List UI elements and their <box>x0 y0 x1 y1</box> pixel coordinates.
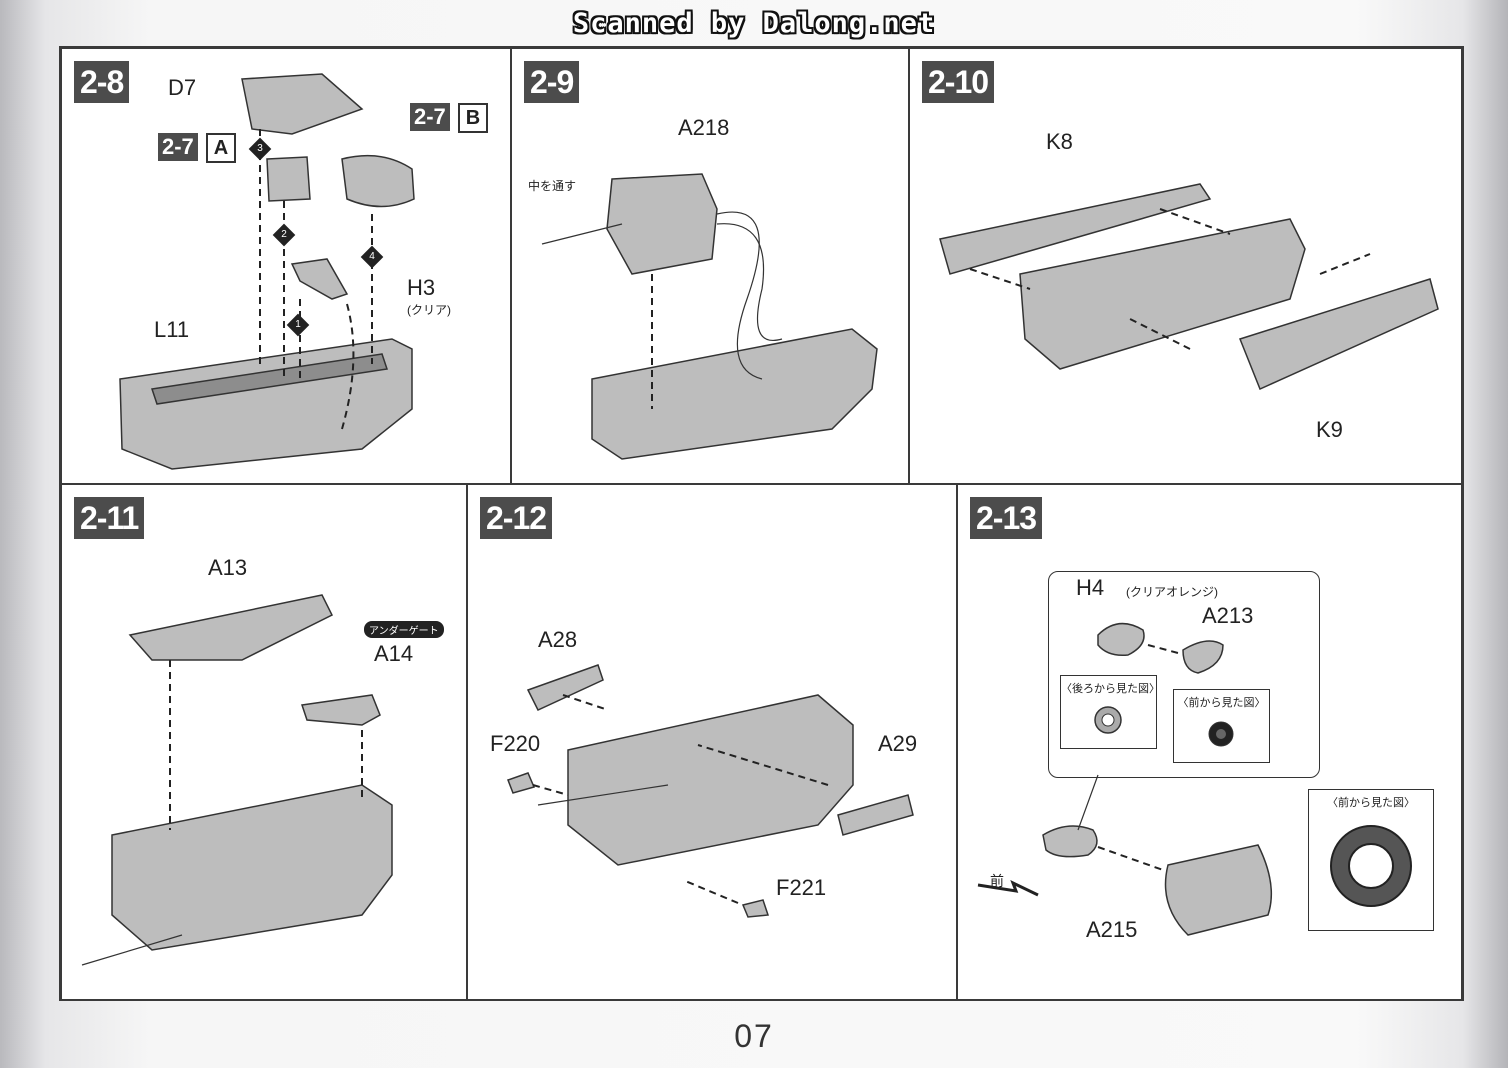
label-d7: D7 <box>168 75 197 100</box>
substep-letter-a: A <box>206 133 236 163</box>
part-a215 <box>1164 844 1273 936</box>
hull-inner <box>151 353 388 405</box>
sequence-marker: 2 <box>272 223 296 247</box>
label-h3-note: (クリア) <box>407 303 451 317</box>
hull-part <box>1019 218 1306 370</box>
label-a29: A29 <box>878 731 918 756</box>
assembly-arrow <box>682 879 739 904</box>
label-h4: H4 <box>1076 575 1105 600</box>
wire-bundle <box>716 223 783 341</box>
label-h3: H3 <box>407 275 436 300</box>
wire-bundle <box>716 211 763 380</box>
under-gate-badge: アンダーゲート <box>364 621 444 638</box>
label-thread-through: 中を通す <box>528 179 577 193</box>
step-number: 2-9 <box>524 61 580 103</box>
label-f221: F221 <box>776 875 827 900</box>
label-f220: F220 <box>490 731 541 756</box>
substep-2-7: 2-7 <box>410 103 450 131</box>
part-f221 <box>741 899 770 918</box>
assembly-arrow <box>562 694 609 711</box>
rear-view-title: 〈後ろから見た図〉 <box>1061 682 1160 695</box>
panel-step-2-8: 2-8 D7 2-7 A 2-7 B H3 (クリア) L11 1 2 3 4 <box>61 48 511 484</box>
part-a <box>266 156 311 202</box>
part-a28 <box>526 664 604 711</box>
page-number: 07 <box>734 1018 774 1054</box>
part-h4 <box>1097 622 1145 657</box>
front-view-box-nozzle: 〈前から見た図〉 <box>1308 789 1434 931</box>
substep-letter-b: B <box>458 103 488 133</box>
hull-part <box>111 784 393 951</box>
hull-part <box>591 328 878 460</box>
wire-bundle <box>81 934 183 966</box>
sequence-marker: 4 <box>360 245 384 269</box>
front-direction-arrow <box>977 880 1039 897</box>
assembly-arrow <box>341 303 355 430</box>
label-a215: A215 <box>1086 917 1138 942</box>
sequence-marker: 1 <box>286 313 310 337</box>
part-f220 <box>507 772 536 794</box>
part-a213 <box>1182 640 1224 674</box>
wire-bundle <box>537 784 669 806</box>
label-a14: A14 <box>374 641 414 666</box>
assembly-arrow <box>697 744 829 786</box>
step-2-11-diagram <box>81 594 393 966</box>
step-2-8-diagram <box>119 73 415 470</box>
sequence-marker: 3 <box>248 137 272 161</box>
substep-2-7: 2-7 <box>158 133 198 161</box>
part-nozzle-tip <box>1042 825 1098 858</box>
panel-step-2-10: 2-10 K8 K9 <box>909 48 1462 484</box>
step-number: 2-10 <box>922 61 995 103</box>
wire-bundle <box>541 223 623 245</box>
label-front: 前 <box>990 873 1004 889</box>
callout-pointer <box>1077 774 1099 831</box>
label-a13: A13 <box>208 555 248 580</box>
hull-part <box>567 694 854 866</box>
rear-view-box: 〈後ろから見た図〉 <box>1060 675 1160 749</box>
part-a29 <box>837 794 914 836</box>
step-2-12-diagram <box>507 664 914 918</box>
step-number: 2-11 <box>74 497 145 539</box>
label-k8: K8 <box>1046 129 1073 154</box>
assembly-arrow <box>969 268 1031 290</box>
step-2-13-diagram <box>977 622 1273 936</box>
assembly-arrow <box>532 784 569 796</box>
front-view-title: 〈前から見た図〉 <box>1177 696 1266 709</box>
panel-step-2-13: 2-13 H4 (クリアオレンジ) A213 〈後ろから見た図〉 〈前から見た図… <box>957 484 1462 1000</box>
step-2-9-diagram <box>541 173 878 460</box>
label-a28: A28 <box>538 627 578 652</box>
part-a14 <box>301 694 381 726</box>
part-d7 <box>241 73 364 135</box>
assembly-arrow <box>1097 846 1164 871</box>
instruction-sheet: 2-8 D7 2-7 A 2-7 B H3 (クリア) L11 1 2 3 4 … <box>59 46 1464 1001</box>
part-k9 <box>1239 278 1439 391</box>
label-h4-note: (クリアオレンジ) <box>1126 585 1218 599</box>
panel-step-2-9: 2-9 A218 中を通す <box>511 48 909 484</box>
assembly-arrow <box>1319 253 1371 275</box>
step-number: 2-12 <box>480 497 553 539</box>
panel-step-2-11: 2-11 A13 アンダーゲート A14 <box>61 484 467 1000</box>
assembly-arrow <box>1147 644 1179 654</box>
front-view-title: 〈前から見た図〉 <box>1327 796 1415 809</box>
part-b <box>341 154 415 208</box>
label-a218: A218 <box>678 115 730 140</box>
label-k9: K9 <box>1316 417 1343 442</box>
part-a218 <box>606 173 718 275</box>
assembly-arrow <box>1159 208 1231 235</box>
panel-step-2-12: 2-12 A28 F220 A29 F221 <box>467 484 957 1000</box>
step-number: 2-13 <box>970 497 1043 539</box>
part-h3 <box>290 258 349 300</box>
scan-credit: Scanned by Dalong.net <box>572 8 936 39</box>
step-2-10-diagram <box>939 183 1439 391</box>
label-l11: L11 <box>154 317 190 342</box>
front-view-box: 〈前から見た図〉 <box>1173 689 1270 763</box>
part-k8 <box>939 183 1212 275</box>
step-number: 2-8 <box>74 61 130 103</box>
label-a213: A213 <box>1202 603 1254 628</box>
part-a13 <box>128 594 334 661</box>
